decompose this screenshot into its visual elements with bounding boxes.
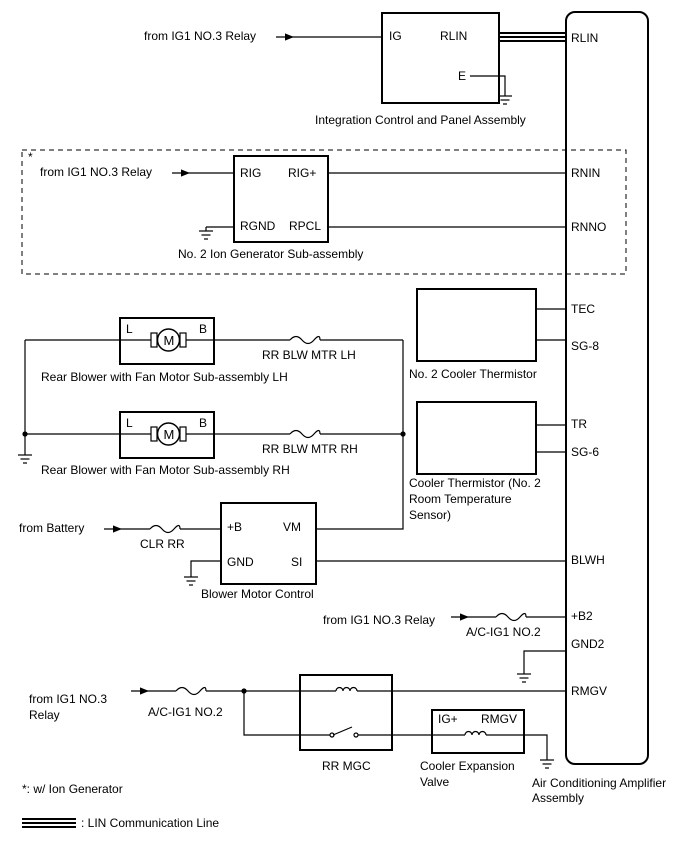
cooler-thermistor-box	[416, 401, 537, 475]
blower-motor-control-box	[220, 502, 317, 585]
pin-tec: TEC	[571, 302, 595, 316]
fuse-icon	[495, 612, 527, 622]
valve-coil-icon	[464, 730, 487, 736]
rmgv-source-label: Relay	[29, 708, 60, 722]
ion-generator-box	[233, 155, 329, 243]
svg-text:M: M	[164, 427, 175, 442]
valve-pin-rmgv: RMGV	[481, 712, 517, 726]
blower-lh-pin-l: L	[126, 322, 133, 336]
ground-icon	[517, 673, 531, 683]
pin-blwh: BLWH	[571, 553, 605, 567]
ac-amplifier-box	[565, 11, 649, 765]
ion-pin-rpcl: RPCL	[289, 219, 321, 233]
rr-mgc-switch-feed	[243, 691, 300, 736]
svg-text:M: M	[164, 333, 175, 348]
ion-source-label: from IG1 NO.3 Relay	[40, 165, 152, 179]
ground-icon	[498, 95, 512, 105]
rr-mgc-box	[299, 674, 393, 751]
pin-rlin: RLIN	[571, 31, 598, 45]
integration-name: Integration Control and Panel Assembly	[315, 113, 526, 127]
junction-dot	[400, 431, 406, 437]
ion-pin-rgnd: RGND	[240, 219, 276, 233]
valve-ground-wire	[524, 734, 548, 760]
fuse-icon	[289, 335, 321, 345]
fuse-icon	[289, 429, 321, 439]
blower-lh-pin-b: B	[199, 322, 207, 336]
pin-rmgv: RMGV	[571, 684, 607, 698]
ground-icon	[540, 759, 554, 769]
pin-b2: +B2	[571, 609, 593, 623]
blower-lh-name: Rear Blower with Fan Motor Sub-assembly …	[41, 370, 288, 384]
ac-amplifier-name: Air Conditioning Amplifier	[532, 776, 666, 790]
ground-icon	[18, 454, 32, 464]
junction-dot	[22, 431, 28, 437]
ion-generator-marker: *	[28, 150, 33, 164]
relay-coil-icon	[335, 686, 358, 692]
no2-cooler-thermistor-box	[416, 288, 537, 362]
valve-pin-ig: IG+	[438, 712, 458, 726]
pin-rnno: RNNO	[571, 220, 606, 234]
lin-communication-line	[499, 32, 566, 42]
bmc-pin-gnd: GND	[227, 555, 254, 569]
ion-pin-rig: RIG	[240, 166, 261, 180]
ion-pin-rig-plus: RIG+	[288, 166, 316, 180]
bmc-pin-vm: VM	[283, 520, 301, 534]
blower-rh-name: Rear Blower with Fan Motor Sub-assembly …	[41, 463, 290, 477]
ion-generator-name: No. 2 Ion Generator Sub-assembly	[178, 247, 363, 261]
b2-source-label: from IG1 NO.3 Relay	[323, 613, 435, 627]
lin-legend-label: : LIN Communication Line	[81, 816, 219, 830]
integration-source-label: from IG1 NO.3 Relay	[144, 29, 256, 43]
integration-ground-wire	[470, 75, 506, 96]
lin-legend-symbol	[22, 818, 76, 828]
motor-icon: M	[150, 328, 187, 352]
integration-pin-rlin: RLIN	[440, 29, 467, 43]
fuse-ac-ig1-no2: A/C-IG1 NO.2	[466, 625, 541, 639]
integration-control-box	[381, 12, 500, 104]
ion-generator-footnote: *: w/ Ion Generator	[22, 782, 123, 796]
cooler-thermistor-name: Cooler Thermistor (No. 2	[409, 476, 541, 490]
bmc-pin-si: SI	[291, 555, 302, 569]
ac-amplifier-name: Assembly	[532, 791, 584, 805]
pin-sg6: SG-6	[571, 445, 599, 459]
rr-mgc-name: RR MGC	[322, 759, 371, 773]
blower-rh-pin-l: L	[126, 416, 133, 430]
cooler-expansion-valve-name: Cooler Expansion	[420, 759, 515, 773]
bmc-pin-b: +B	[227, 520, 242, 534]
fuse-ac-ig1-no2: A/C-IG1 NO.2	[148, 705, 223, 719]
fuse-rr-blw-mtr-lh: RR BLW MTR LH	[262, 348, 356, 362]
blower-motor-control-name: Blower Motor Control	[201, 587, 314, 601]
no2-cooler-thermistor-name: No. 2 Cooler Thermistor	[409, 367, 537, 381]
ground-icon	[199, 227, 213, 240]
rmgv-source-label: from IG1 NO.3	[29, 692, 107, 706]
pin-tr: TR	[571, 417, 587, 431]
blower-rh-pin-b: B	[199, 416, 207, 430]
ground-icon	[184, 576, 198, 586]
vm-bus-wire	[316, 340, 404, 530]
integration-pin-ig: IG	[389, 29, 402, 43]
fuse-icon	[149, 524, 181, 534]
fuse-rr-blw-mtr-rh: RR BLW MTR RH	[262, 442, 358, 456]
fuse-icon	[175, 686, 207, 696]
gnd2-wire	[523, 650, 566, 674]
ion-generator-option-frame	[21, 149, 627, 275]
integration-pin-e: E	[458, 69, 466, 83]
cooler-thermistor-name: Room Temperature	[409, 492, 512, 506]
battery-source-label: from Battery	[19, 521, 84, 535]
relay-switch-blade	[332, 726, 353, 736]
pin-gnd2: GND2	[571, 637, 605, 651]
fuse-clr-rr: CLR RR	[140, 537, 185, 551]
bmc-ground-wire	[190, 560, 221, 577]
cooler-thermistor-name: Sensor)	[409, 508, 451, 522]
cooler-expansion-valve-name: Valve	[420, 775, 449, 789]
pin-sg8: SG-8	[571, 339, 599, 353]
pin-rnin: RNIN	[571, 166, 600, 180]
